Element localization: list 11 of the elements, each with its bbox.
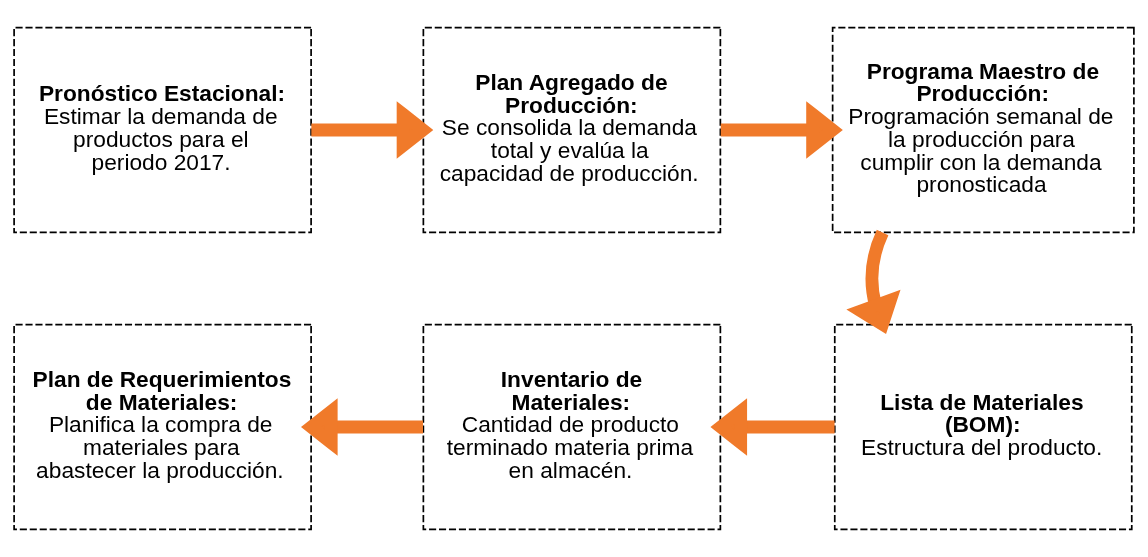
node-box: Programa Maestro de Producción: Programación semanal de la producción para cumplir con la demanda pronosticada [831,26,1135,234]
node-box: Pronóstico Estacional: Estimar la demanda de productos para el periodo 2017. [13,26,312,234]
arrow [846,229,901,335]
arrow [720,101,843,159]
node-box: Inventario de Materiales: Cantidad de producto terminado materia prima en almacén. [422,323,722,531]
node-box: Lista de Materiales (BOM): Estructura del producto. [833,323,1133,531]
node-box: Plan de Requerimientos de Materiales: Planifica la compra de materiales para abastecer la producción. [13,323,312,531]
arrow [710,398,835,456]
node-box: Plan Agregado de Producción: Se consolida la demanda total y evalúa la capacidad de producción. [422,26,722,234]
arrow [311,101,434,159]
arrow [301,398,423,456]
